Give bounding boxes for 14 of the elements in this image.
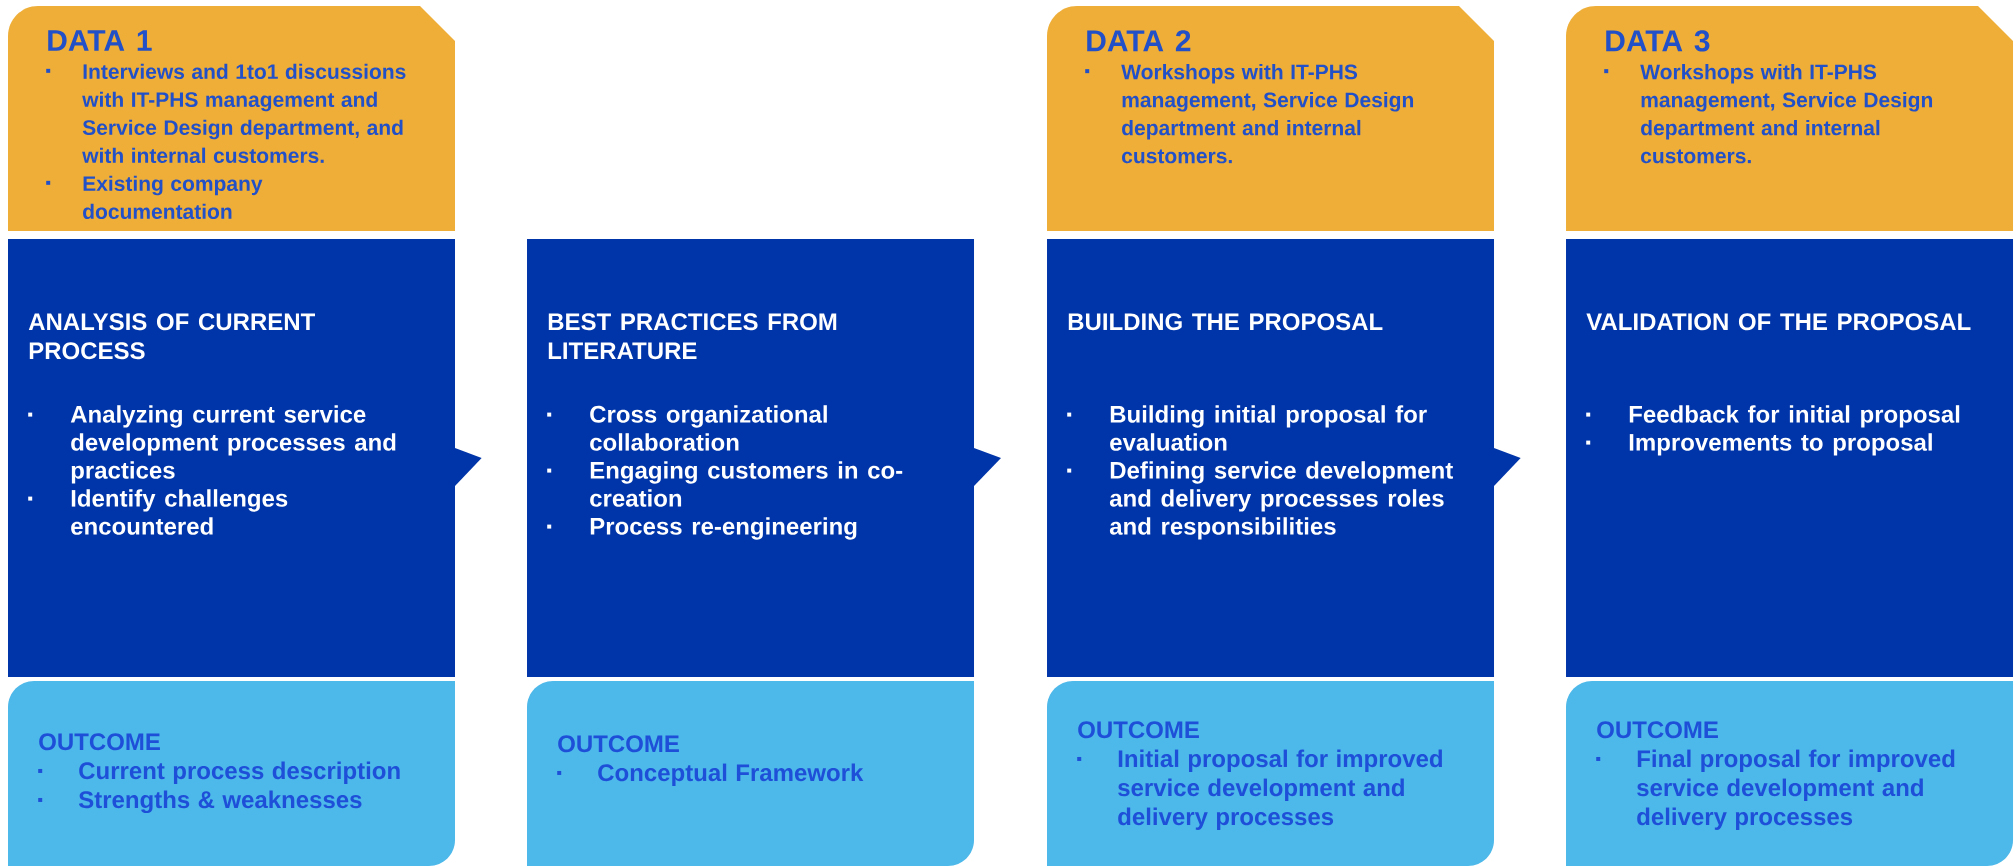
outcome-box: OUTCOME Current process description Strengths & weaknesses — [8, 681, 455, 866]
arrow — [974, 448, 1001, 486]
outcome-box: OUTCOME Conceptual Framework — [527, 681, 974, 866]
outcome-box: OUTCOME Initial proposal for improved service development and delivery processes — [1047, 681, 1494, 866]
arrow — [455, 448, 482, 486]
data-box: DATA 1 Interviews and 1to1 discussions with IT-PHS management and Service Design department, and with internal customers. Existing company documentation — [8, 6, 455, 231]
data-box: DATA 2 Workshops with IT-PHS management, Service Design department and internal customers. — [1047, 6, 1494, 231]
outcome-box: OUTCOME Final proposal for improved service development and delivery processes — [1566, 681, 2013, 866]
process-box: VALIDATION OF THE PROPOSAL Feedback for initial proposal Improvements to proposal — [1566, 239, 2013, 677]
data-box: DATA 3 Workshops with IT-PHS management, Service Design department and internal customers. — [1566, 6, 2013, 231]
arrow — [1494, 448, 1521, 486]
process-box: BUILDING THE PROPOSAL Building initial proposal for evaluation Defining service development and delivery processes roles and responsibilities — [1047, 239, 1494, 677]
process-box: BEST PRACTICES FROM LITERATURE Cross organizational collaboration Engaging customers in co-creation Process re-engineering — [527, 239, 974, 677]
process-box: ANALYSIS OF CURRENT PROCESS Analyzing current service development processes and practices Identify challenges encountered — [8, 239, 455, 677]
